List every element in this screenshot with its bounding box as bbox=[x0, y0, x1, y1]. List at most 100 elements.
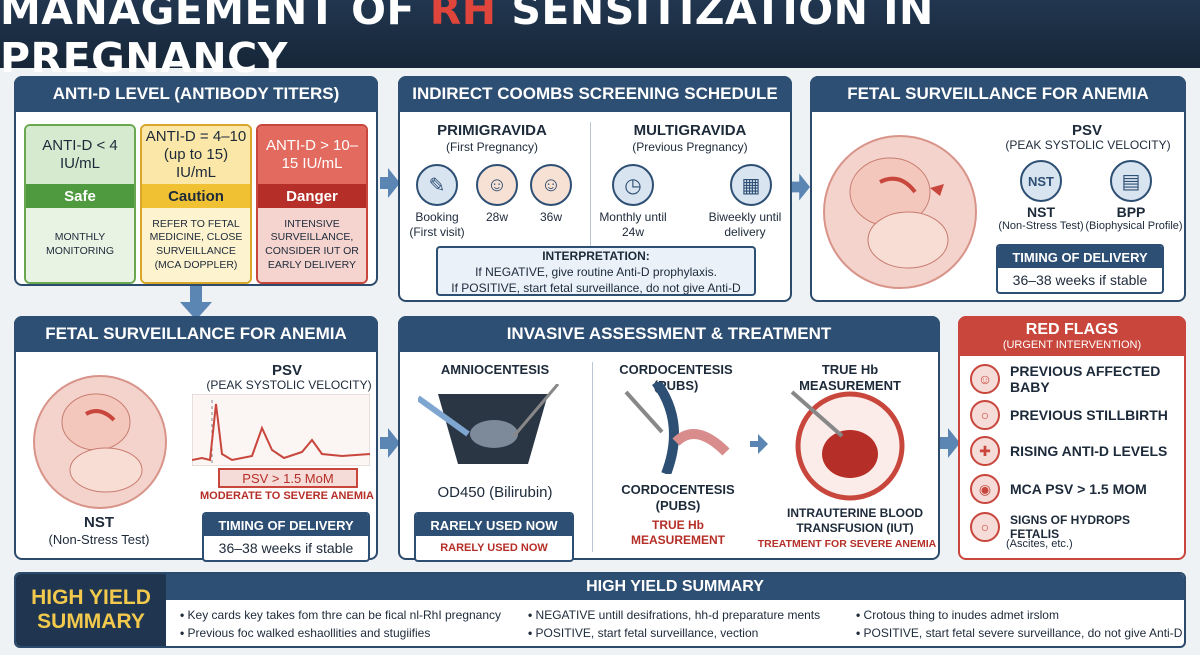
iut-note: TREATMENT FOR SEVERE ANEMIA bbox=[757, 538, 937, 550]
ultrasound-icon bbox=[418, 384, 560, 464]
baby-icon: ☺ bbox=[970, 364, 1000, 394]
truehb-label: TRUE Hb MEASUREMENT bbox=[630, 518, 725, 547]
summary-item: Crotous thing to inudes admet irslom bbox=[856, 606, 1184, 624]
od450: OD450 (Bilirubin) bbox=[437, 484, 553, 501]
right-arrow-icon bbox=[380, 168, 400, 198]
cordo-title-2: CORDOCENTESIS (PUBS) bbox=[621, 482, 735, 514]
red-flag-item: ☺ PREVIOUS AFFECTED BABY bbox=[970, 363, 1182, 395]
psv-sub: (PEAK SYSTOLIC VELOCITY) bbox=[206, 378, 372, 392]
summary-panel: HIGH YIELD SUMMARY HIGH YIELD SUMMARY Ke… bbox=[14, 572, 1186, 648]
hydrops-icon: ○ bbox=[970, 512, 1000, 542]
interpretation-box: INTERPRETATION: If NEGATIVE, give routin… bbox=[436, 246, 756, 296]
coombs-heading: INDIRECT COOMBS SCREENING SCHEDULE bbox=[398, 76, 792, 112]
red-flag-label: MCA PSV > 1.5 MoM bbox=[1010, 481, 1147, 497]
multi-sub: (Previous Pregnancy) bbox=[632, 140, 748, 154]
fetal-top-panel: FETAL SURVEILLANCE FOR ANEMIA PSV (PEAK … bbox=[810, 76, 1186, 302]
doppler-waveform bbox=[192, 394, 370, 466]
antid-safe-column: ANTI-D < 4 IU/mL Safe MONTHLY MONITORING bbox=[24, 124, 136, 284]
summary-item: POSITIVE, start fetal surveillance, vect… bbox=[528, 624, 848, 642]
psv-sub: (PEAK SYSTOLIC VELOCITY) bbox=[1005, 138, 1171, 152]
red-flag-note: (Ascites, etc.) bbox=[1006, 538, 1073, 550]
antid-level-safe: ANTI-D < 4 IU/mL bbox=[26, 126, 134, 184]
stillbirth-icon: ○ bbox=[970, 400, 1000, 430]
primi-sub: (First Pregnancy) bbox=[445, 140, 539, 154]
invasive-panel: INVASIVE ASSESSMENT & TREATMENT AMNIOCEN… bbox=[398, 316, 940, 562]
red-flag-item: ◉ MCA PSV > 1.5 MoM bbox=[970, 474, 1182, 504]
psv-title: PSV bbox=[1071, 122, 1102, 139]
interp-title: INTERPRETATION: bbox=[542, 249, 650, 263]
transfusion-icon bbox=[790, 390, 905, 501]
timing-value: 36–38 weeks if stable bbox=[1012, 272, 1148, 288]
red-flags-title: RED FLAGS bbox=[1025, 321, 1119, 338]
red-flag-label: PREVIOUS STILLBIRTH bbox=[1010, 407, 1168, 423]
summary-col-3: Crotous thing to inudes admet irslom POS… bbox=[856, 606, 1184, 642]
timing-value: 36–38 weeks if stable bbox=[218, 540, 354, 556]
calendar-icon: ▦ bbox=[730, 164, 772, 206]
red-flag-item: ✚ RISING ANTI-D LEVELS bbox=[970, 436, 1182, 466]
syringe-icon: ✚ bbox=[970, 436, 1000, 466]
antid-level-caution: ANTI-D = 4–10 (up to 15) IU/mL bbox=[142, 126, 250, 184]
step-booking: Booking (First visit) bbox=[409, 210, 465, 239]
red-flags-sub: (URGENT INTERVENTION) bbox=[1002, 339, 1142, 351]
summary-bar: HIGH YIELD SUMMARY bbox=[166, 574, 1184, 600]
right-arrow-icon bbox=[792, 173, 810, 201]
red-flag-item: ○ SIGNS OF HYDROPS FETALIS bbox=[970, 512, 1182, 542]
antid-heading: ANTI-D LEVEL (ANTIBODY TITERS) bbox=[14, 76, 378, 112]
summary-col-2: NEGATIVE untill desifrations, hh-d prepa… bbox=[528, 606, 848, 642]
nst-label: NST bbox=[1027, 204, 1055, 220]
timing-title: TIMING OF DELIVERY bbox=[998, 246, 1162, 268]
timing-of-delivery-bottom: TIMING OF DELIVERY 36–38 weeks if stable bbox=[202, 512, 370, 562]
nst-label: NST bbox=[84, 514, 114, 531]
status-caution: Caution bbox=[142, 184, 250, 208]
red-flag-label: RISING ANTI-D LEVELS bbox=[1010, 443, 1168, 459]
red-flags-header: RED FLAGS (URGENT INTERVENTION) bbox=[958, 316, 1186, 356]
truehb-title: TRUE Hb MEASUREMENT bbox=[799, 362, 901, 394]
antid-caution-column: ANTI-D = 4–10 (up to 15) IU/mL Caution R… bbox=[140, 124, 252, 284]
antid-panel: ANTI-D LEVEL (ANTIBODY TITERS) ANTI-D < … bbox=[14, 76, 378, 286]
fetal-top-heading: FETAL SURVEILLANCE FOR ANEMIA bbox=[810, 76, 1186, 112]
clipboard-icon: ✎ bbox=[416, 164, 458, 206]
summary-label: HIGH YIELD SUMMARY bbox=[31, 585, 151, 633]
step-monthly: Monthly until 24w bbox=[599, 210, 667, 239]
timing-of-delivery-top: TIMING OF DELIVERY 36–38 weeks if stable bbox=[996, 244, 1164, 294]
summary-item: Previous foc walked eshaollities and stu… bbox=[180, 624, 510, 642]
divider bbox=[592, 362, 593, 552]
step-36w: 36w bbox=[539, 210, 562, 224]
interp-positive: If POSITIVE, start fetal surveillance, d… bbox=[451, 281, 741, 296]
red-flag-item: ○ PREVIOUS STILLBIRTH bbox=[970, 400, 1182, 430]
summary-col-1: Key cards key takes fom thre can be fica… bbox=[180, 606, 510, 642]
fetal-bottom-heading: FETAL SURVEILLANCE FOR ANEMIA bbox=[14, 316, 378, 352]
nst-sub: (Non-Stress Test) bbox=[48, 532, 150, 547]
clock-icon: ◷ bbox=[612, 164, 654, 206]
psv-threshold-box: PSV > 1.5 MoM bbox=[218, 468, 358, 488]
iut-label: INTRAUTERINE BLOOD TRANSFUSION (IUT) bbox=[787, 506, 923, 535]
amnio-title: AMNIOCENTESIS bbox=[440, 362, 550, 377]
rarely-used-title: RARELY USED NOW bbox=[416, 514, 572, 536]
cord-vessel-icon bbox=[624, 382, 730, 474]
summary-item: NEGATIVE untill desifrations, hh-d prepa… bbox=[528, 606, 848, 624]
primi-title: PRIMIGRAVIDA bbox=[437, 122, 547, 139]
page-title: MANAGEMENT OF RH SENSITIZATION IN PREGNA… bbox=[0, 0, 934, 82]
fetal-bottom-panel: FETAL SURVEILLANCE FOR ANEMIA NST (Non-S… bbox=[14, 316, 378, 562]
fetus-icon bbox=[33, 375, 167, 509]
divider bbox=[590, 122, 591, 252]
right-arrow-icon bbox=[380, 428, 400, 458]
rarely-used-box: RARELY USED NOW RARELY USED NOW bbox=[414, 512, 574, 562]
action-safe: MONTHLY MONITORING bbox=[26, 208, 134, 282]
red-flags-panel: RED FLAGS (URGENT INTERVENTION) ☺ PREVIO… bbox=[958, 316, 1186, 560]
header: MANAGEMENT OF RH SENSITIZATION IN PREGNA… bbox=[0, 0, 1200, 82]
right-arrow-icon bbox=[940, 428, 960, 458]
bpp-icon: ▤ bbox=[1110, 160, 1152, 202]
status-danger: Danger bbox=[258, 184, 366, 208]
status-safe: Safe bbox=[26, 184, 134, 208]
pregnancy-36w-icon: ☺ bbox=[530, 164, 572, 206]
bpp-label: BPP bbox=[1116, 204, 1146, 220]
action-danger: INTENSIVE SURVEILLANCE, CONSIDER IUT or … bbox=[258, 208, 366, 282]
action-caution: REFER TO FETAL MEDICINE, CLOSE SURVEILLA… bbox=[142, 208, 250, 282]
summary-item: POSITIVE, start fetal severe surveillanc… bbox=[856, 624, 1184, 642]
step-biweekly: Biweekly until delivery bbox=[708, 210, 782, 239]
interp-negative: If NEGATIVE, give routine Anti-D prophyl… bbox=[475, 265, 717, 280]
psv-note: MODERATE TO SEVERE ANEMIA bbox=[200, 490, 374, 502]
antid-level-danger: ANTI-D > 10–15 IU/mL bbox=[258, 126, 366, 184]
red-flag-label: SIGNS OF HYDROPS FETALIS bbox=[1010, 513, 1131, 541]
